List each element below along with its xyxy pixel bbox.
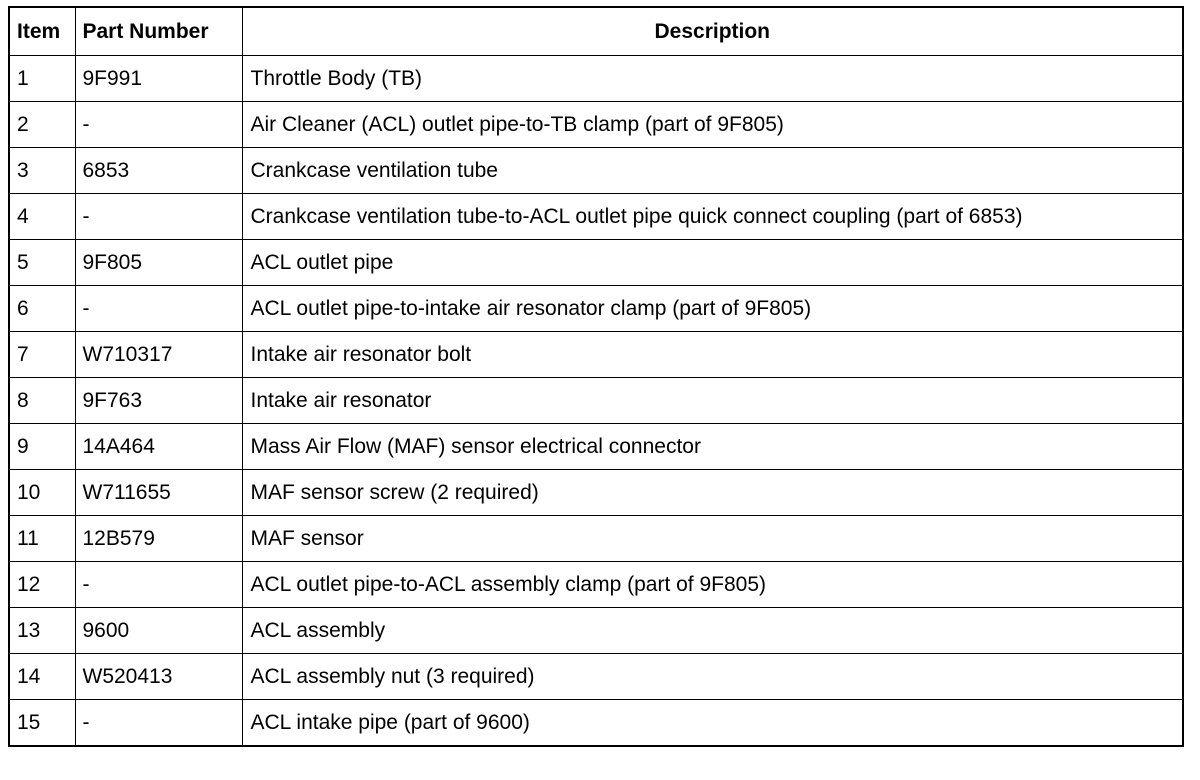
table-row: 12-ACL outlet pipe-to-ACL assembly clamp… (8, 561, 1184, 608)
cell-part-number: 9F763 (74, 377, 243, 424)
cell-item: 12 (8, 561, 76, 608)
cell-description: Throttle Body (TB) (241, 55, 1184, 102)
cell-item: 2 (8, 101, 76, 148)
cell-description: ACL outlet pipe (241, 239, 1184, 286)
cell-description: ACL intake pipe (part of 9600) (241, 699, 1184, 747)
cell-item: 9 (8, 423, 76, 470)
table-row: 2-Air Cleaner (ACL) outlet pipe-to-TB cl… (8, 101, 1184, 148)
table-row: 15-ACL intake pipe (part of 9600) (8, 699, 1184, 747)
cell-part-number: W710317 (74, 331, 243, 378)
cell-description: MAF sensor (241, 515, 1184, 562)
cell-part-number: W711655 (74, 469, 243, 516)
cell-part-number: 9F805 (74, 239, 243, 286)
cell-item: 6 (8, 285, 76, 332)
cell-part-number: - (74, 699, 243, 747)
column-header-description: Description (241, 6, 1184, 56)
cell-description: Mass Air Flow (MAF) sensor electrical co… (241, 423, 1184, 470)
cell-item: 8 (8, 377, 76, 424)
cell-part-number: 14A464 (74, 423, 243, 470)
cell-description: Intake air resonator bolt (241, 331, 1184, 378)
cell-description: Intake air resonator (241, 377, 1184, 424)
cell-item: 10 (8, 469, 76, 516)
cell-part-number: - (74, 101, 243, 148)
cell-item: 11 (8, 515, 76, 562)
column-header-part-number: Part Number (74, 6, 243, 56)
table-header-row: Item Part Number Description (8, 6, 1184, 56)
cell-item: 15 (8, 699, 76, 747)
cell-description: Crankcase ventilation tube-to-ACL outlet… (241, 193, 1184, 240)
cell-description: ACL outlet pipe-to-intake air resonator … (241, 285, 1184, 332)
cell-part-number: - (74, 285, 243, 332)
cell-description: Air Cleaner (ACL) outlet pipe-to-TB clam… (241, 101, 1184, 148)
cell-part-number: - (74, 561, 243, 608)
column-header-item: Item (8, 6, 76, 56)
cell-part-number: - (74, 193, 243, 240)
cell-description: Crankcase ventilation tube (241, 147, 1184, 194)
cell-part-number: 9600 (74, 607, 243, 654)
cell-item: 5 (8, 239, 76, 286)
cell-part-number: 12B579 (74, 515, 243, 562)
cell-part-number: W520413 (74, 653, 243, 700)
cell-description: ACL outlet pipe-to-ACL assembly clamp (p… (241, 561, 1184, 608)
cell-item: 7 (8, 331, 76, 378)
table-row: 4-Crankcase ventilation tube-to-ACL outl… (8, 193, 1184, 240)
table-row: 6-ACL outlet pipe-to-intake air resonato… (8, 285, 1184, 332)
cell-item: 13 (8, 607, 76, 654)
cell-part-number: 9F991 (74, 55, 243, 102)
cell-item: 1 (8, 55, 76, 102)
cell-part-number: 6853 (74, 147, 243, 194)
cell-item: 4 (8, 193, 76, 240)
cell-description: ACL assembly (241, 607, 1184, 654)
cell-description: ACL assembly nut (3 required) (241, 653, 1184, 700)
cell-item: 14 (8, 653, 76, 700)
cell-item: 3 (8, 147, 76, 194)
cell-description: MAF sensor screw (2 required) (241, 469, 1184, 516)
